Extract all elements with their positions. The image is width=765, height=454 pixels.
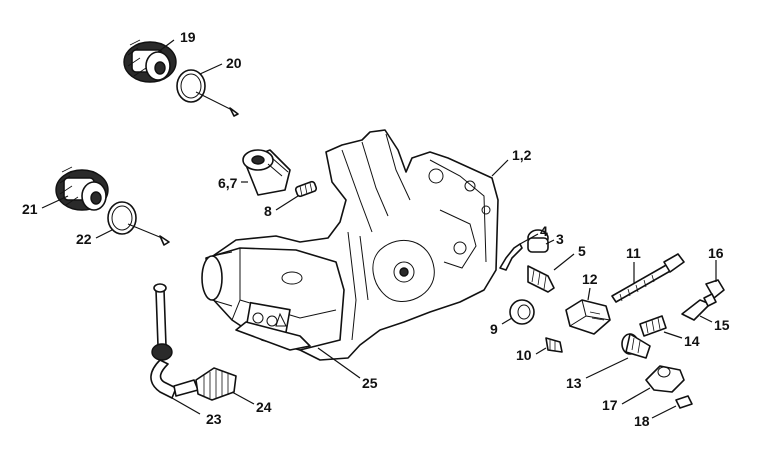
part-23-pickup-tube [150,283,199,399]
part-24-filter [195,367,237,401]
part-10-screw [545,337,563,353]
part-16-clip [705,279,725,299]
part-5-screw [527,265,555,293]
part-3-bushing [527,229,549,253]
callout-6-7: 6,7 [218,175,238,191]
callout-5: 5 [578,243,586,259]
callout-3: 3 [556,231,564,247]
part-8-screw [294,180,318,198]
callout-16: 16 [708,245,724,261]
part-6-7-buffer [242,149,291,196]
callout-22: 22 [76,231,92,247]
callout-20: 20 [226,55,242,71]
part-17-lever [645,365,685,393]
callout-9: 9 [490,321,498,337]
part-12-block [565,299,611,335]
part-11-bolt [611,253,685,303]
callout-13: 13 [566,375,582,391]
callout-1-2: 1,2 [512,147,532,163]
callout-17: 17 [602,397,618,413]
callout-25: 25 [362,375,378,391]
callout-21: 21 [22,201,38,217]
callout-14: 14 [684,333,700,349]
callout-4: 4 [540,223,548,239]
part-9-cap [509,299,535,325]
part-18-screw [675,395,693,409]
callout-8: 8 [264,203,272,219]
part-14-screw [639,315,667,337]
callout-24: 24 [256,399,272,415]
callout-15: 15 [714,317,730,333]
callout-11: 11 [626,245,641,261]
part-13-pin [621,333,651,359]
part-4-rod [499,243,523,271]
callout-18: 18 [634,413,650,429]
part-1-2-crankcase [201,129,499,361]
callout-19: 19 [180,29,196,45]
callout-10: 10 [516,347,532,363]
part-20-seal-ring [176,69,239,117]
part-21-oil-pump [55,166,109,211]
part-15-bracket [681,293,717,321]
part-19-oil-pump [123,39,177,83]
part-22-seal-ring [107,201,170,246]
callout-12: 12 [582,271,598,287]
leader-lines [41,39,717,419]
callout-labels: 19 20 21 22 6,7 8 1,2 4 3 5 11 16 12 9 1… [22,29,730,429]
callout-23: 23 [206,411,222,427]
